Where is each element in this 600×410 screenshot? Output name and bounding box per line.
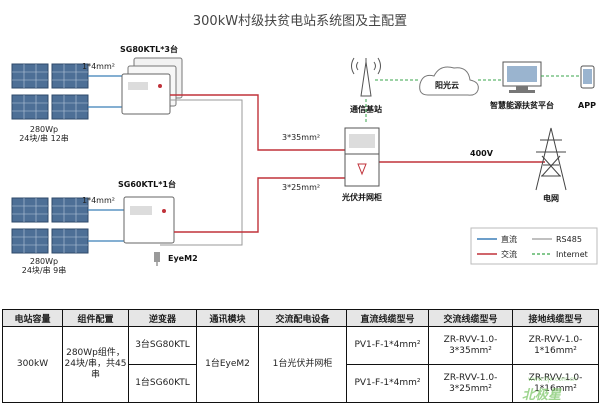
cell-ground-cable: ZR-RVV-1.0-1*16mm²: [512, 364, 599, 403]
transmission-tower-icon: [535, 127, 567, 191]
inverter-bottom-label: SG60KTL*1台: [118, 179, 176, 189]
internet-links: [365, 75, 581, 122]
legend-dc: 直流: [501, 234, 517, 244]
system-diagram: 280Wp 24块/串 12串 280Wp 24块/串 9串 1*4mm² 1*…: [11, 44, 598, 275]
ac-cable-label-bottom: 3*25mm²: [282, 183, 320, 192]
diagram-title: 300kW村级扶贫电站系统图及主配置: [192, 14, 408, 29]
cell-ac-cable: ZR-RVV-1.0-3*25mm²: [428, 364, 513, 403]
legend-ac: 交流: [501, 249, 517, 259]
cell-inverter: 3台SG80KTL: [128, 326, 197, 365]
pv-spec-bottom-line1: 280Wp: [30, 257, 58, 266]
watermark-url: www.bjx.com.cn: [528, 376, 577, 383]
inverter-icon: [121, 57, 183, 115]
phone-icon: [580, 65, 595, 89]
cloud-icon: [419, 66, 479, 96]
table-row: 1台SG60KTL PV1-F-1*4mm² ZR-RVV-1.0-3*25mm…: [3, 364, 599, 403]
app-label: APP: [578, 101, 596, 110]
grid-label: 电网: [543, 193, 559, 203]
grid-cabinet-icon: [344, 127, 380, 187]
cell-capacity: 300kW: [2, 326, 63, 403]
cell-comm: 1台EyeM2: [196, 326, 259, 403]
legend: 直流 RS485 交流 Internet: [470, 227, 598, 265]
antenna-tower-icon: [351, 57, 381, 97]
cell-ac-equipment: 1台光伏并网柜: [258, 326, 347, 403]
cell-ground-cable: ZR-RVV-1.0-1*16mm²: [512, 326, 599, 365]
rs485-line: [160, 99, 243, 246]
table-row: 300kW 280Wp组件，24块/串，共45串 3台SG80KTL 1台Eye…: [2, 326, 599, 403]
header-ac-cable: 交流线缆型号: [428, 309, 513, 327]
header-module: 组件配置: [62, 309, 129, 327]
cell-dc-cable: PV1-F-1*4mm²: [346, 326, 429, 365]
grid-voltage-label: 400V: [470, 149, 494, 158]
cell-module-config: 280Wp组件，24块/串，共45串: [62, 326, 129, 403]
header-capacity: 电站容量: [2, 309, 63, 327]
header-comm: 通讯模块: [196, 309, 259, 327]
legend-internet: Internet: [556, 250, 588, 259]
legend-rs485: RS485: [556, 235, 582, 244]
cell-dc-cable: PV1-F-1*4mm²: [346, 364, 429, 403]
pv-spec-bottom-line2: 24块/串 9串: [22, 265, 67, 275]
solar-panel-icon: [11, 63, 89, 120]
monitor-icon: [502, 61, 542, 93]
ac-cables: [170, 94, 545, 233]
inverter-top-label: SG80KTL*3台: [120, 44, 178, 54]
dc-cable-label-bottom: 1*4mm²: [82, 196, 115, 205]
watermark-logo: 北极星: [522, 388, 562, 403]
inverter-icon: [123, 196, 175, 244]
cell-ac-cable: ZR-RVV-1.0-3*35mm²: [428, 326, 513, 365]
dc-cable-label-top: 1*4mm²: [82, 62, 115, 71]
eyem2-label: EyeM2: [168, 254, 198, 263]
cloud-label: 阳光云: [435, 80, 459, 90]
platform-label: 智慧能源扶贫平台: [490, 100, 554, 110]
dc-cables: [88, 75, 126, 242]
eyem2-icon: [154, 252, 160, 266]
combiner-label: 光伏并网柜: [341, 192, 382, 202]
header-ac-equipment: 交流配电设备: [258, 309, 347, 327]
cell-inverter: 1台SG60KTL: [128, 364, 197, 403]
config-table: 电站容量 组件配置 逆变器 通讯模块 交流配电设备 直流线缆型号 交流线缆型号 …: [2, 309, 599, 403]
solar-panel-icon: [11, 197, 89, 254]
ac-cable-label-top: 3*35mm²: [282, 133, 320, 142]
header-inverter: 逆变器: [128, 309, 197, 327]
pv-spec-top-line2: 24块/串 12串: [19, 133, 69, 143]
header-dc-cable: 直流线缆型号: [346, 309, 429, 327]
header-ground-cable: 接地线缆型号: [512, 309, 599, 327]
table-header-row: 电站容量 组件配置 逆变器 通讯模块 交流配电设备 直流线缆型号 交流线缆型号 …: [2, 309, 599, 327]
pv-spec-top-line1: 280Wp: [30, 125, 58, 134]
